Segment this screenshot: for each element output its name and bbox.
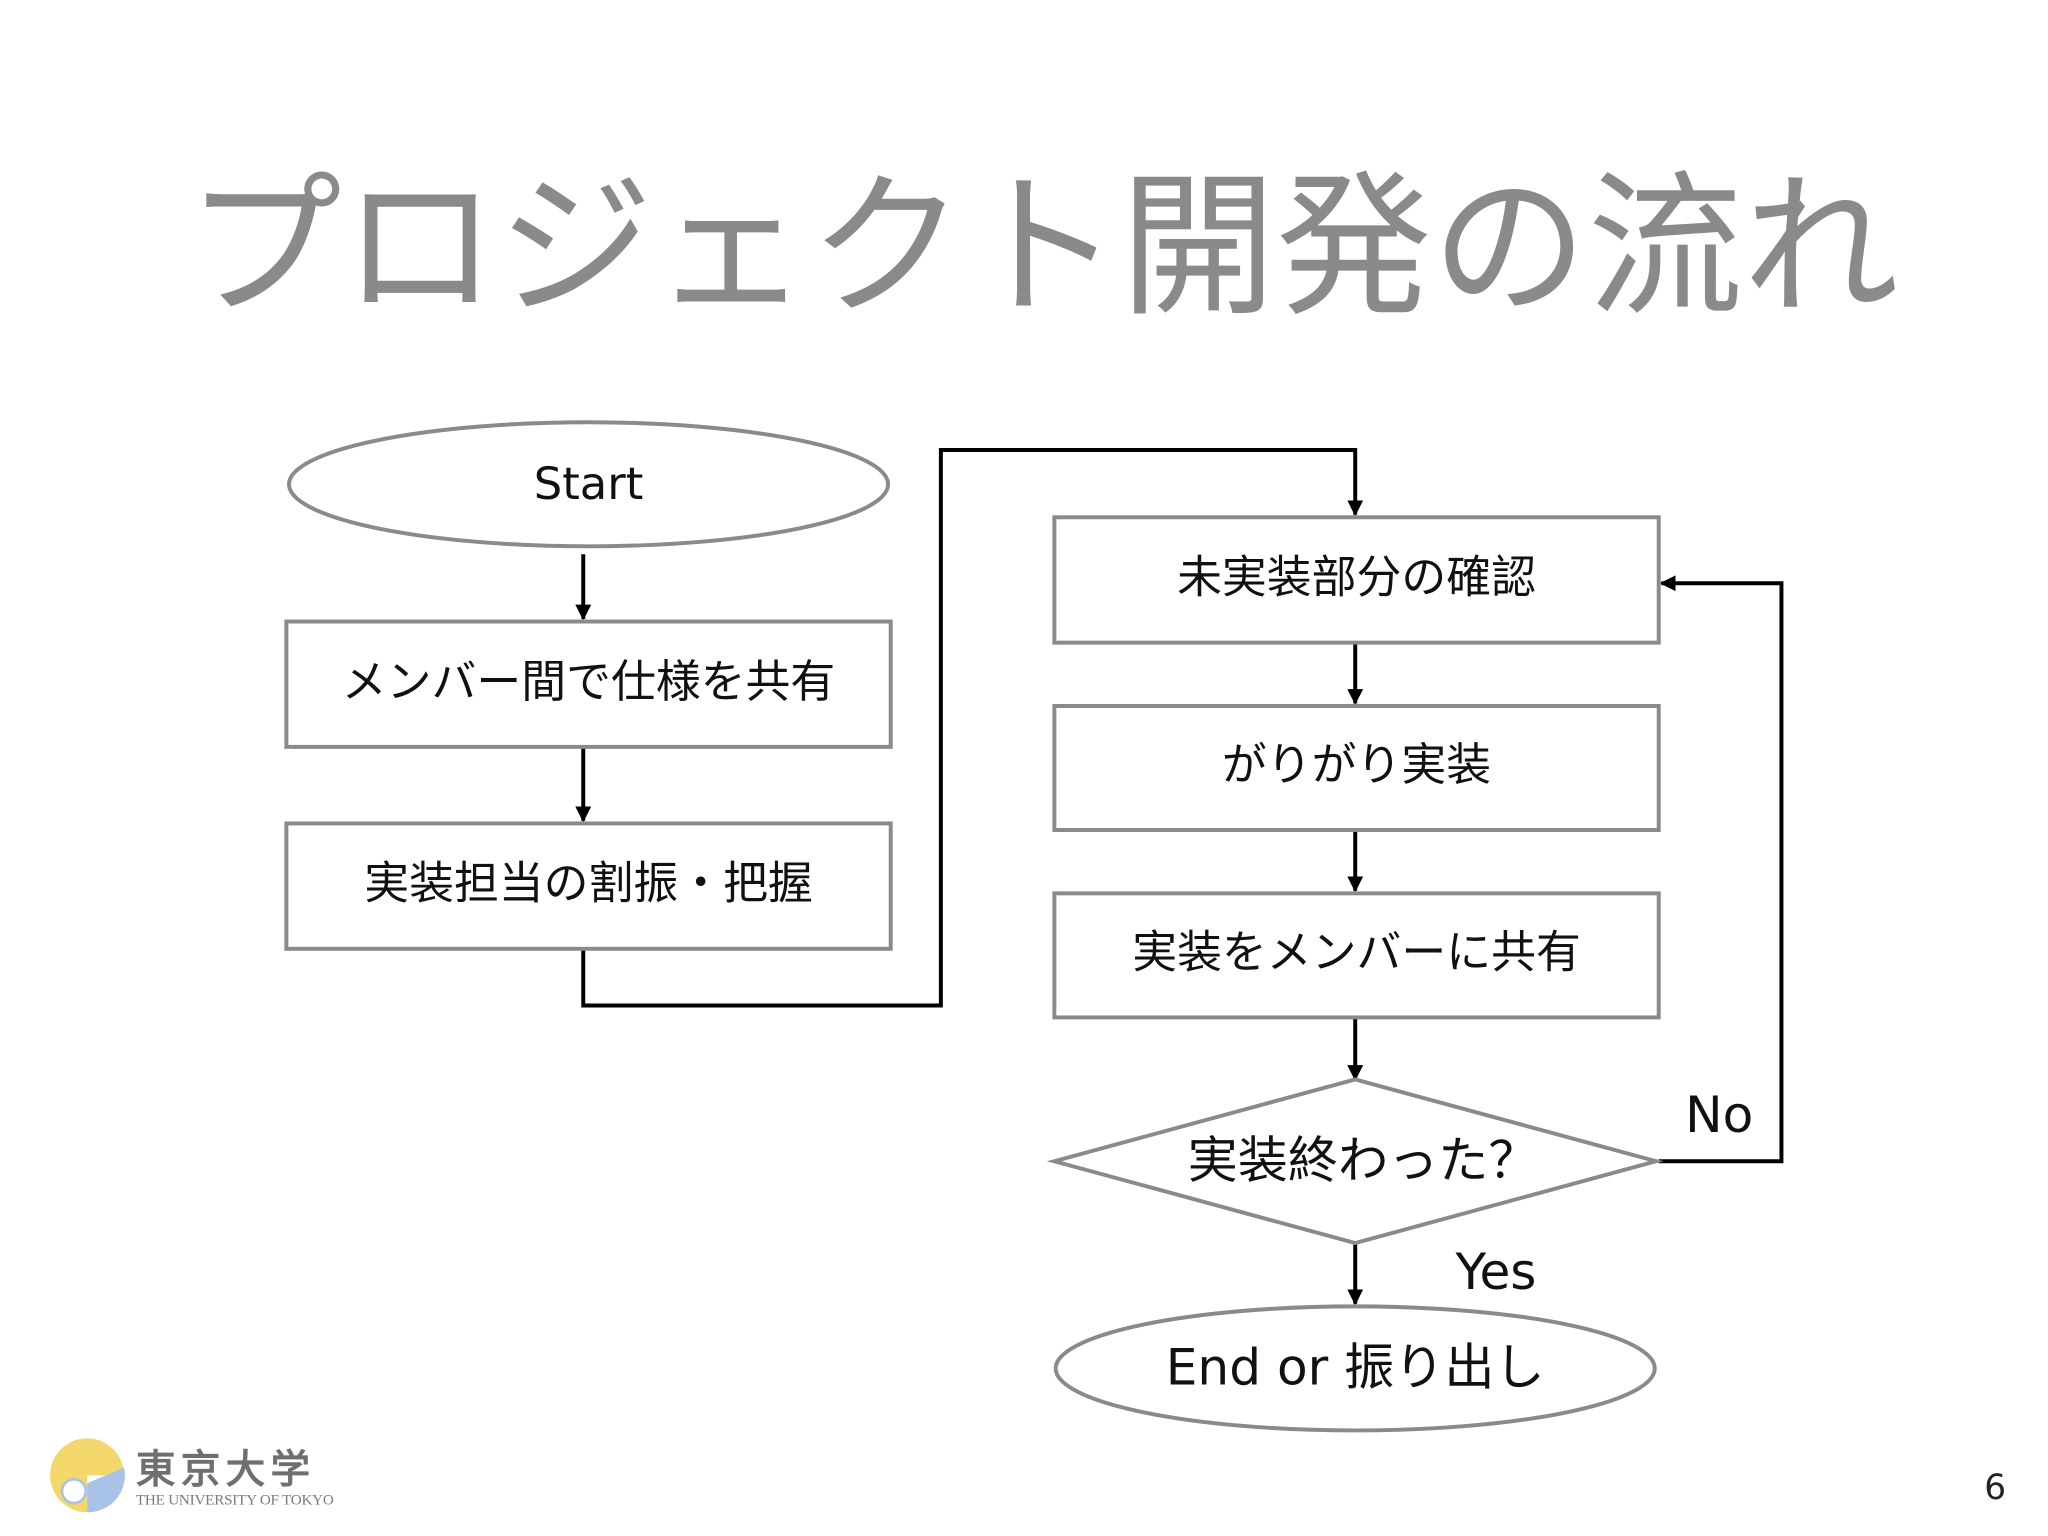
arrow-no-loop: [1658, 575, 1784, 1164]
decision-diamond: 実装終わった？: [1046, 1077, 1664, 1246]
university-logo: 東京大学 THE UNIVERSITY OF TOKYO: [50, 1438, 334, 1513]
no-label: No: [1685, 1085, 1753, 1144]
step2-box: 実装担当の割振・把握: [284, 821, 893, 951]
step2-label: 実装担当の割振・把握: [364, 857, 813, 910]
end-node: End or 振り出し: [1053, 1304, 1657, 1433]
step1-label: メンバー間で仕様を共有: [342, 655, 835, 708]
step4-label: がりがり実装: [1222, 738, 1491, 791]
page-number: 6: [1984, 1468, 2006, 1508]
step3-label: 未実装部分の確認: [1177, 551, 1536, 604]
arrow-step2-to-step3: [581, 448, 1364, 1008]
step4-box: がりがり実装: [1052, 704, 1661, 832]
step1-box: メンバー間で仕様を共有: [284, 619, 893, 749]
ginkgo-emblem-icon: [50, 1438, 125, 1513]
step3-box: 未実装部分の確認: [1052, 515, 1661, 645]
end-label: End or 振り出し: [1166, 1338, 1545, 1397]
step5-label: 実装をメンバーに共有: [1132, 925, 1581, 978]
start-label: Start: [534, 457, 644, 510]
decision-label: 実装終わった？: [1188, 1130, 1539, 1189]
slide-title: プロジェクト開発の流れ: [186, 156, 1899, 338]
logo-name-en: THE UNIVERSITY OF TOKYO: [136, 1491, 334, 1508]
step5-box: 実装をメンバーに共有: [1052, 891, 1661, 1020]
logo-name-ja: 東京大学: [136, 1447, 315, 1493]
yes-label: Yes: [1455, 1242, 1537, 1301]
flow-edges: [575, 448, 1784, 1306]
start-node: Start: [287, 420, 891, 549]
